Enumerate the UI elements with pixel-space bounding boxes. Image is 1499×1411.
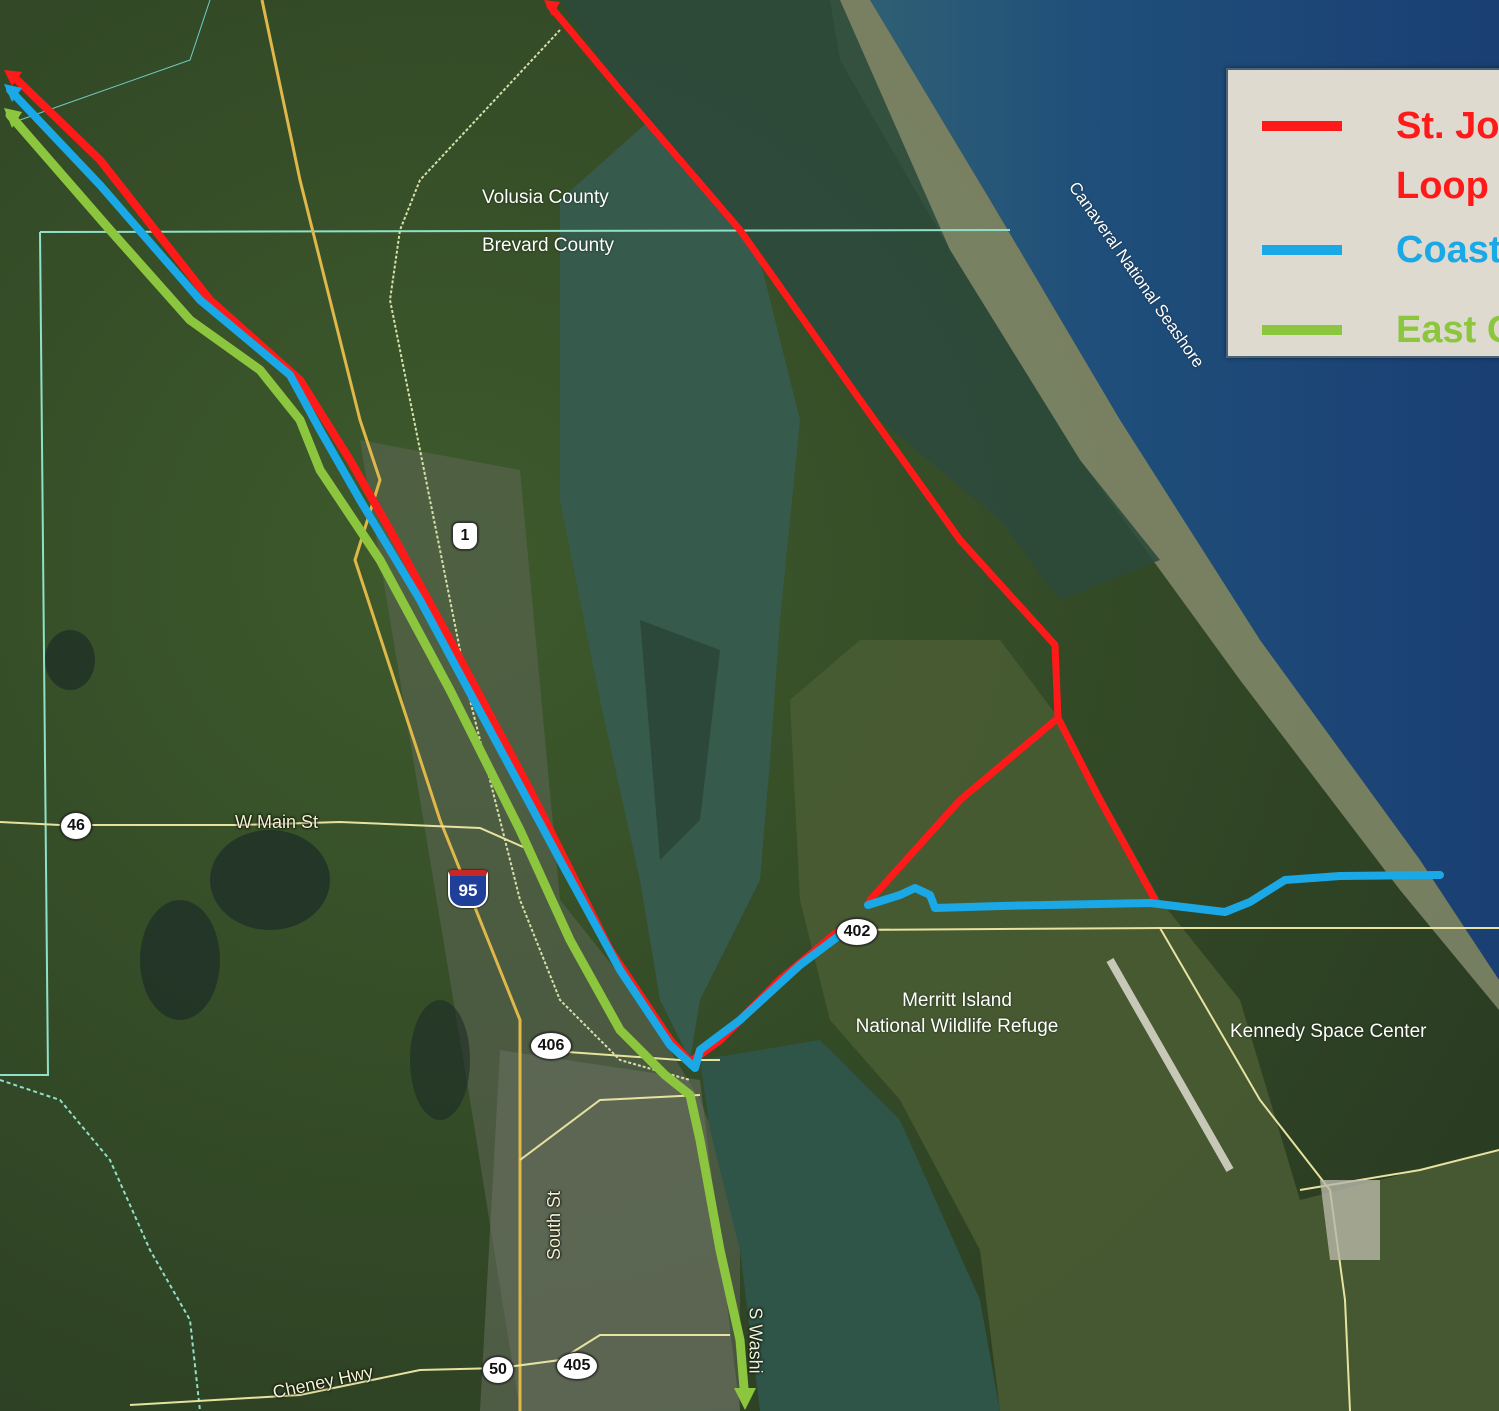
route-coast-to-coast-east xyxy=(864,871,1444,916)
shield-sr46: 46 xyxy=(60,812,92,840)
shield-sr405: 405 xyxy=(556,1352,598,1380)
label-merritt-island-refuge: Merritt Island National Wildlife Refuge xyxy=(855,990,1059,1037)
kennedy-facility xyxy=(1320,1180,1380,1260)
route-east-coast xyxy=(5,110,750,1405)
lake xyxy=(210,830,330,930)
shuttle-runway xyxy=(1106,958,1234,1172)
route-east-coast-arrow-north xyxy=(4,108,22,128)
road-label-south-st: South St xyxy=(544,1190,565,1261)
route-st-johns-loop-east xyxy=(546,2,1159,904)
shield-i95: 95 xyxy=(448,870,488,908)
legend-label-coast: Coast xyxy=(1396,229,1499,271)
road-label-w-main-st: W Main St xyxy=(235,812,319,832)
legend-swatch-green xyxy=(1262,325,1342,335)
indian-river xyxy=(560,120,800,1060)
road-w-main-st xyxy=(0,820,531,851)
legend-item-east-coast: East C xyxy=(1262,310,1499,350)
label-volusia-county: Volusia County xyxy=(482,187,609,208)
route-st-johns-loop-arrow-n xyxy=(544,0,560,16)
road-us1 xyxy=(388,29,691,1081)
lagoon-shallows xyxy=(640,620,720,860)
legend-swatch-blue xyxy=(1262,245,1342,255)
route-st-johns-loop-arrow-nw xyxy=(4,70,22,86)
legend-item-loop: Loop xyxy=(1262,166,1489,206)
legend-item-st-johns: St. Jo xyxy=(1262,106,1499,146)
road-sr406 xyxy=(539,1049,720,1061)
road-garden xyxy=(519,1094,701,1161)
legend-label-east-coast: East C xyxy=(1396,309,1499,351)
mosquito-lagoon xyxy=(560,0,1160,600)
legend-swatch-red xyxy=(1262,121,1342,131)
shield-sr50: 50 xyxy=(482,1356,514,1384)
road-label-s-washington: S Washi xyxy=(745,1307,766,1374)
lake xyxy=(140,900,220,1020)
county-line-volusia-brevard xyxy=(39,229,1011,233)
legend-label-loop: Loop xyxy=(1396,165,1489,207)
thin-boundary xyxy=(19,0,211,121)
lake xyxy=(410,1000,470,1120)
shield-sr402: 402 xyxy=(836,918,878,946)
shield-us1: 1 xyxy=(452,522,478,550)
shield-sr406: 406 xyxy=(530,1032,572,1060)
river-boundary xyxy=(0,1079,201,1411)
indian-river-south xyxy=(700,1040,1000,1411)
legend-label-st-johns: St. Jo xyxy=(1396,105,1499,147)
route-east-coast-arrow-south xyxy=(734,1388,756,1410)
map-legend: St. Jo Loop Coast East C xyxy=(1226,68,1499,358)
route-coast-to-coast xyxy=(6,86,844,1072)
county-line-west xyxy=(0,231,50,1076)
label-kennedy-space-center: Kennedy Space Center xyxy=(1230,1021,1427,1042)
label-brevard-county: Brevard County xyxy=(482,235,615,256)
route-st-johns-loop-connector xyxy=(866,714,1062,904)
road-sr402 xyxy=(839,927,1499,931)
route-coast-to-coast-arrow xyxy=(4,84,22,102)
lake xyxy=(45,630,95,690)
barrier-beach xyxy=(830,0,1499,1010)
legend-item-coast: Coast xyxy=(1262,230,1499,270)
